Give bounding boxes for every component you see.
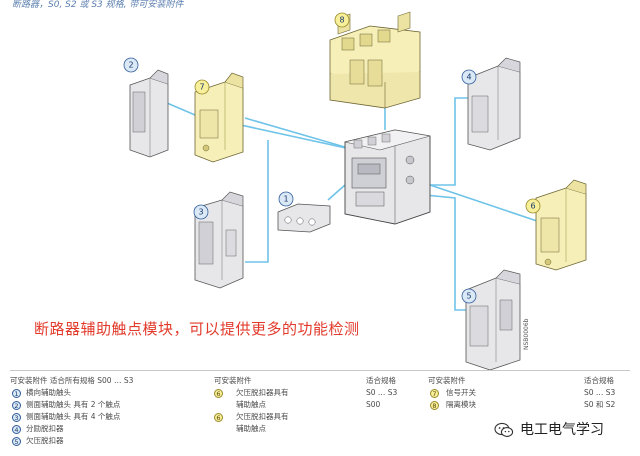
undervoltage-release-aux-6 [535,179,587,271]
header-text: 断路器，S0, S2 或 S3 规格, 带可安装附件 [12,0,184,10]
svg-text:1: 1 [283,195,288,204]
legend-col1-item-3: 侧面辅助触头 具有 4 个触点 [26,412,121,421]
svg-text:4: 4 [466,73,471,82]
isolation-module-8 [329,11,421,109]
svg-text:3: 3 [198,208,203,217]
legend-col5-row-1: S0 … S3 [584,388,616,397]
legend-col2-badge-1: 6 [214,389,223,398]
side-aux-contact-3 [194,191,244,289]
watermark: 电工电气学习 [494,420,630,440]
callout-5: 5 [461,288,477,304]
legend-col2-heading: 可安装附件 [214,376,252,385]
legend-col1-badge-2: 2 [12,401,21,410]
callout-8: 8 [334,12,350,28]
legend-col3-row-2: S00 [366,400,381,409]
legend-col1-badge-4: 4 [12,425,21,434]
connector-5 [424,194,470,311]
legend-col1-item-4: 分励脱扣器 [26,424,64,433]
legend-col5-heading: 适合规格 [584,376,614,385]
undervoltage-release-5 [465,269,521,370]
legend-col1-badge-1: 1 [12,389,21,398]
side-code: NSB0006b [523,318,530,350]
legend-col2-item-2-line2: 辅助触点 [236,424,266,433]
legend-col4-heading: 可安装附件 [428,376,466,385]
shunt-trip-4 [467,57,521,151]
callout-7: 7 [194,79,210,95]
legend-col2-badge-2: 6 [214,413,223,422]
svg-text:2: 2 [128,61,133,70]
legend-col4-item-1: 信号开关 [446,388,476,397]
connector-2 [159,99,356,151]
legend-col2-item-1-line2: 辅助触点 [236,400,266,409]
callout-2: 2 [123,57,139,73]
legend: 可安装附件 适合所有规格 S00 … S3 1 横向辅助触头 2 侧面辅助触头 … [0,370,640,456]
connector-1 [327,184,346,201]
callout-1: 1 [278,191,294,207]
legend-col2-item-2: 欠压脱扣器具有 [236,412,289,421]
circuit-breaker [344,129,431,225]
watermark-text: 电工电气学习 [520,422,604,438]
legend-divider [10,370,630,371]
legend-col3-row-1: S0 … S3 [366,388,398,397]
legend-col4-item-2: 隔离模块 [446,400,476,409]
side-aux-contact-2 [129,69,169,158]
legend-col1-badge-3: 3 [12,413,21,422]
svg-text:5: 5 [466,292,471,301]
connector-7 [244,117,356,151]
transverse-aux-contact-1 [277,203,331,233]
diagram-caption: 断路器辅助触点模块，可以提供更多的功能检测 [34,320,360,338]
legend-col5-row-2: S0 和 S2 [584,400,616,409]
svg-text:6: 6 [530,202,535,211]
legend-col1-item-2: 侧面辅助触头 具有 2 个触点 [26,400,121,409]
connector-4 [425,97,470,186]
callout-4: 4 [461,69,477,85]
legend-col1-item-1: 横向辅助触头 [26,388,71,397]
legend-col4-badge-2: 8 [430,401,439,410]
legend-col2-item-1: 欠压脱扣器具有 [236,388,289,397]
legend-col4-badge-1: 7 [430,389,439,398]
legend-col1-heading: 可安装附件 适合所有规格 S00 … S3 [10,376,134,385]
legend-col1-badge-5: 5 [12,437,21,446]
accessory-diagram: NSB0006b 2 7 8 4 1 3 6 [123,11,587,370]
legend-col1-item-5: 欠压脱扣器 [26,436,64,445]
svg-text:8: 8 [339,16,344,25]
signal-switch-7 [194,72,244,163]
wechat-icon [494,422,514,437]
svg-text:7: 7 [199,83,204,92]
connector-6 [429,184,541,223]
callout-6: 6 [525,198,541,214]
callout-3: 3 [193,204,209,220]
legend-col3-heading: 适合规格 [366,376,396,385]
connector-3 [245,140,269,263]
